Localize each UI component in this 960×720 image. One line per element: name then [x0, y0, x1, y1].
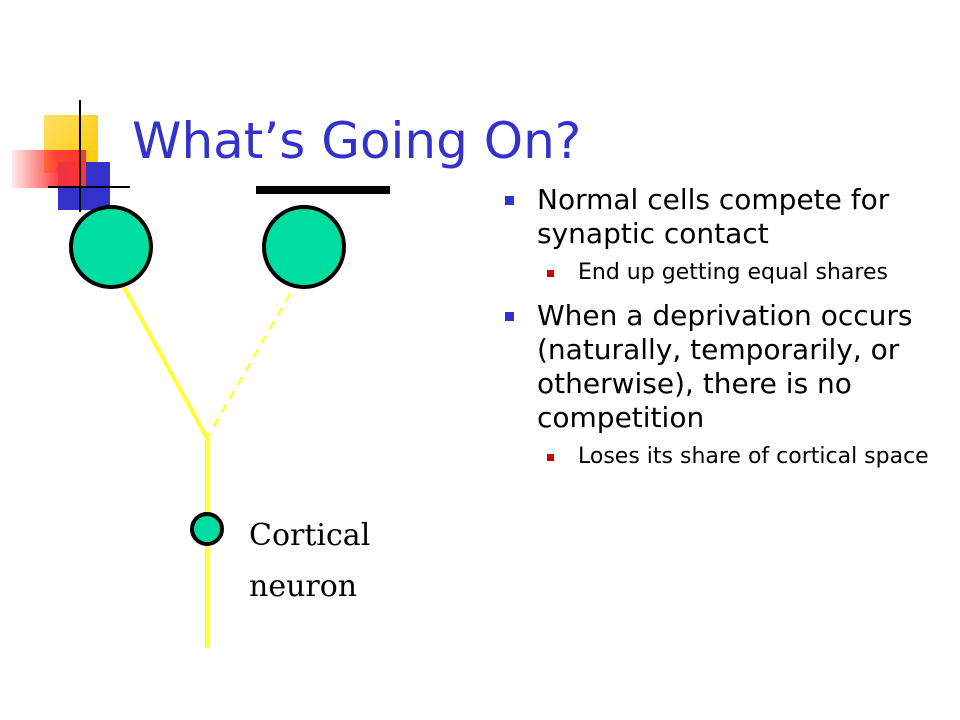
- blocking-bar: [256, 186, 390, 194]
- normal-axon-left: [118, 279, 209, 439]
- corner-logo: [12, 100, 130, 212]
- slide-title: What’s Going On?: [132, 112, 582, 170]
- right-retinal-cell: [262, 205, 346, 289]
- cortical-neuron: [190, 512, 224, 546]
- bullet-competition: Normal cells compete for synaptic contac…: [505, 183, 945, 251]
- sub-bullet-loses-share: Loses its share of cortical space: [547, 443, 945, 471]
- left-retinal-cell: [69, 205, 153, 289]
- sub-bullet-equal-shares: End up getting equal shares: [547, 259, 945, 287]
- bullet-list: Normal cells compete for synaptic contac…: [505, 183, 945, 483]
- deprived-axon-right: [205, 279, 300, 439]
- bullet-deprivation: When a deprivation occurs (naturally, te…: [505, 299, 945, 435]
- cortical-neuron-label: Cortical neuron: [249, 518, 371, 604]
